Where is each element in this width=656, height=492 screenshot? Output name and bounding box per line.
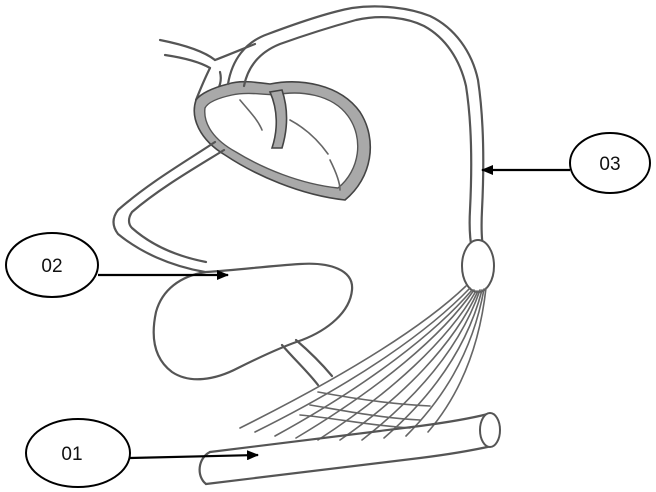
- bulb: [462, 240, 494, 292]
- label-02: 02: [6, 233, 228, 297]
- capillary-fan: [240, 286, 486, 440]
- tube-01: [200, 413, 500, 484]
- label-03-text: 03: [599, 154, 620, 175]
- label-03: 03: [482, 133, 650, 193]
- heart: [194, 82, 370, 200]
- vessel-to-organ: [114, 142, 225, 272]
- organ-02: [154, 264, 352, 380]
- label-01-text: 01: [61, 444, 82, 465]
- label-01: 01: [26, 419, 258, 487]
- label-02-text: 02: [41, 256, 62, 277]
- label-01-arrow: [130, 455, 258, 458]
- vessel-organ-to-01: [282, 340, 332, 385]
